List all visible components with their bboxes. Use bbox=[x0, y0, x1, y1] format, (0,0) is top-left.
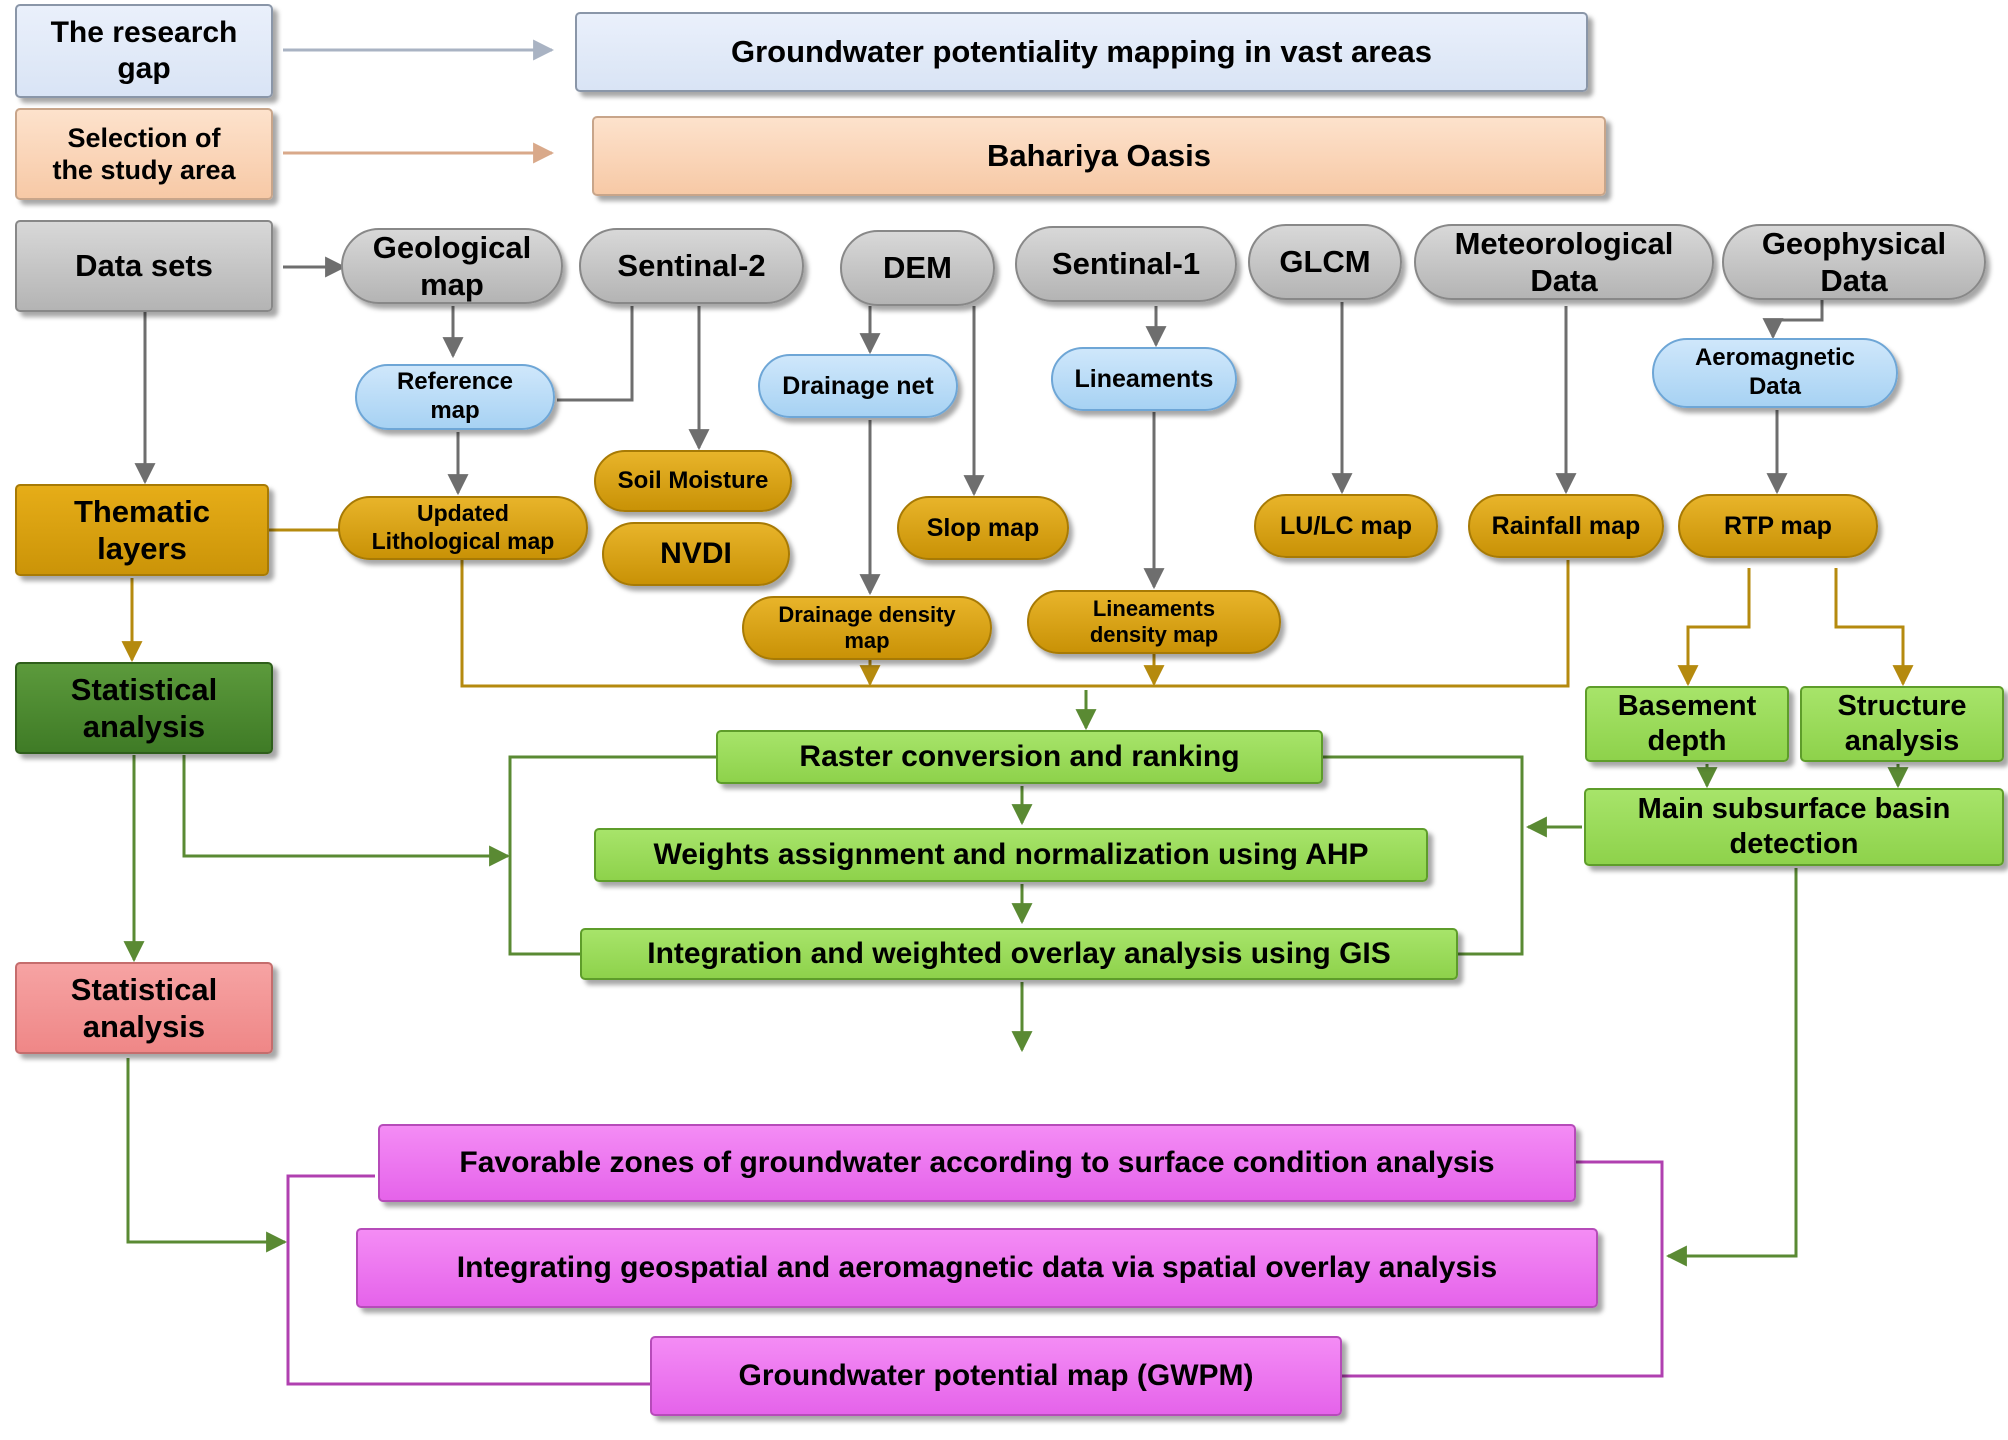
basement-depth: Basement depth bbox=[1585, 686, 1789, 762]
aeromagnetic-data: Aeromagnetic Data bbox=[1652, 338, 1898, 408]
favorable-zones-box: Favorable zones of groundwater according… bbox=[378, 1124, 1576, 1202]
research-gap-label: The research gap bbox=[15, 4, 273, 98]
lulc-map: LU/LC map bbox=[1254, 494, 1438, 558]
thematic-layers-label: Thematic layers bbox=[15, 484, 269, 576]
drainage-net: Drainage net bbox=[758, 354, 958, 418]
rtp-map: RTP map bbox=[1678, 494, 1878, 558]
dataset-geological-map: Geological map bbox=[341, 228, 563, 304]
dataset-meteorological: Meteorological Data bbox=[1414, 224, 1714, 300]
dataset-dem: DEM bbox=[840, 230, 995, 306]
slop-map: Slop map bbox=[897, 496, 1069, 560]
soil-moisture: Soil Moisture bbox=[594, 450, 792, 512]
dataset-sentinel-1: Sentinal-1 bbox=[1015, 226, 1237, 302]
gwpm-box: Groundwater potential map (GWPM) bbox=[650, 1336, 1342, 1416]
data-sets-label: Data sets bbox=[15, 220, 273, 312]
rainfall-map: Rainfall map bbox=[1468, 494, 1664, 558]
subsurface-basin-detection: Main subsurface basin detection bbox=[1584, 788, 2004, 866]
lineaments: Lineaments bbox=[1051, 347, 1237, 411]
dataset-sentinel-2: Sentinal-2 bbox=[579, 228, 804, 304]
research-gap-value: Groundwater potentiality mapping in vast… bbox=[575, 12, 1588, 92]
raster-conversion-box: Raster conversion and ranking bbox=[716, 730, 1323, 784]
study-area-value: Bahariya Oasis bbox=[592, 116, 1606, 196]
drainage-density-map: Drainage density map bbox=[742, 596, 992, 660]
structure-analysis: Structure analysis bbox=[1800, 686, 2004, 762]
statistical-analysis-box-1: Statistical analysis bbox=[15, 662, 273, 754]
integrating-data-box: Integrating geospatial and aeromagnetic … bbox=[356, 1228, 1598, 1308]
statistical-analysis-box-2: Statistical analysis bbox=[15, 962, 273, 1054]
nvdi: NVDI bbox=[602, 522, 790, 586]
lineaments-density-map: Lineaments density map bbox=[1027, 590, 1281, 654]
study-area-label: Selection of the study area bbox=[15, 108, 273, 200]
reference-map: Reference map bbox=[355, 364, 555, 430]
dataset-geophysical: Geophysical Data bbox=[1722, 224, 1986, 300]
dataset-glcm: GLCM bbox=[1248, 224, 1402, 300]
updated-lithological-map: Updated Lithological map bbox=[338, 496, 588, 560]
weights-assignment-box: Weights assignment and normalization usi… bbox=[594, 828, 1428, 882]
integration-overlay-box: Integration and weighted overlay analysi… bbox=[580, 928, 1458, 980]
